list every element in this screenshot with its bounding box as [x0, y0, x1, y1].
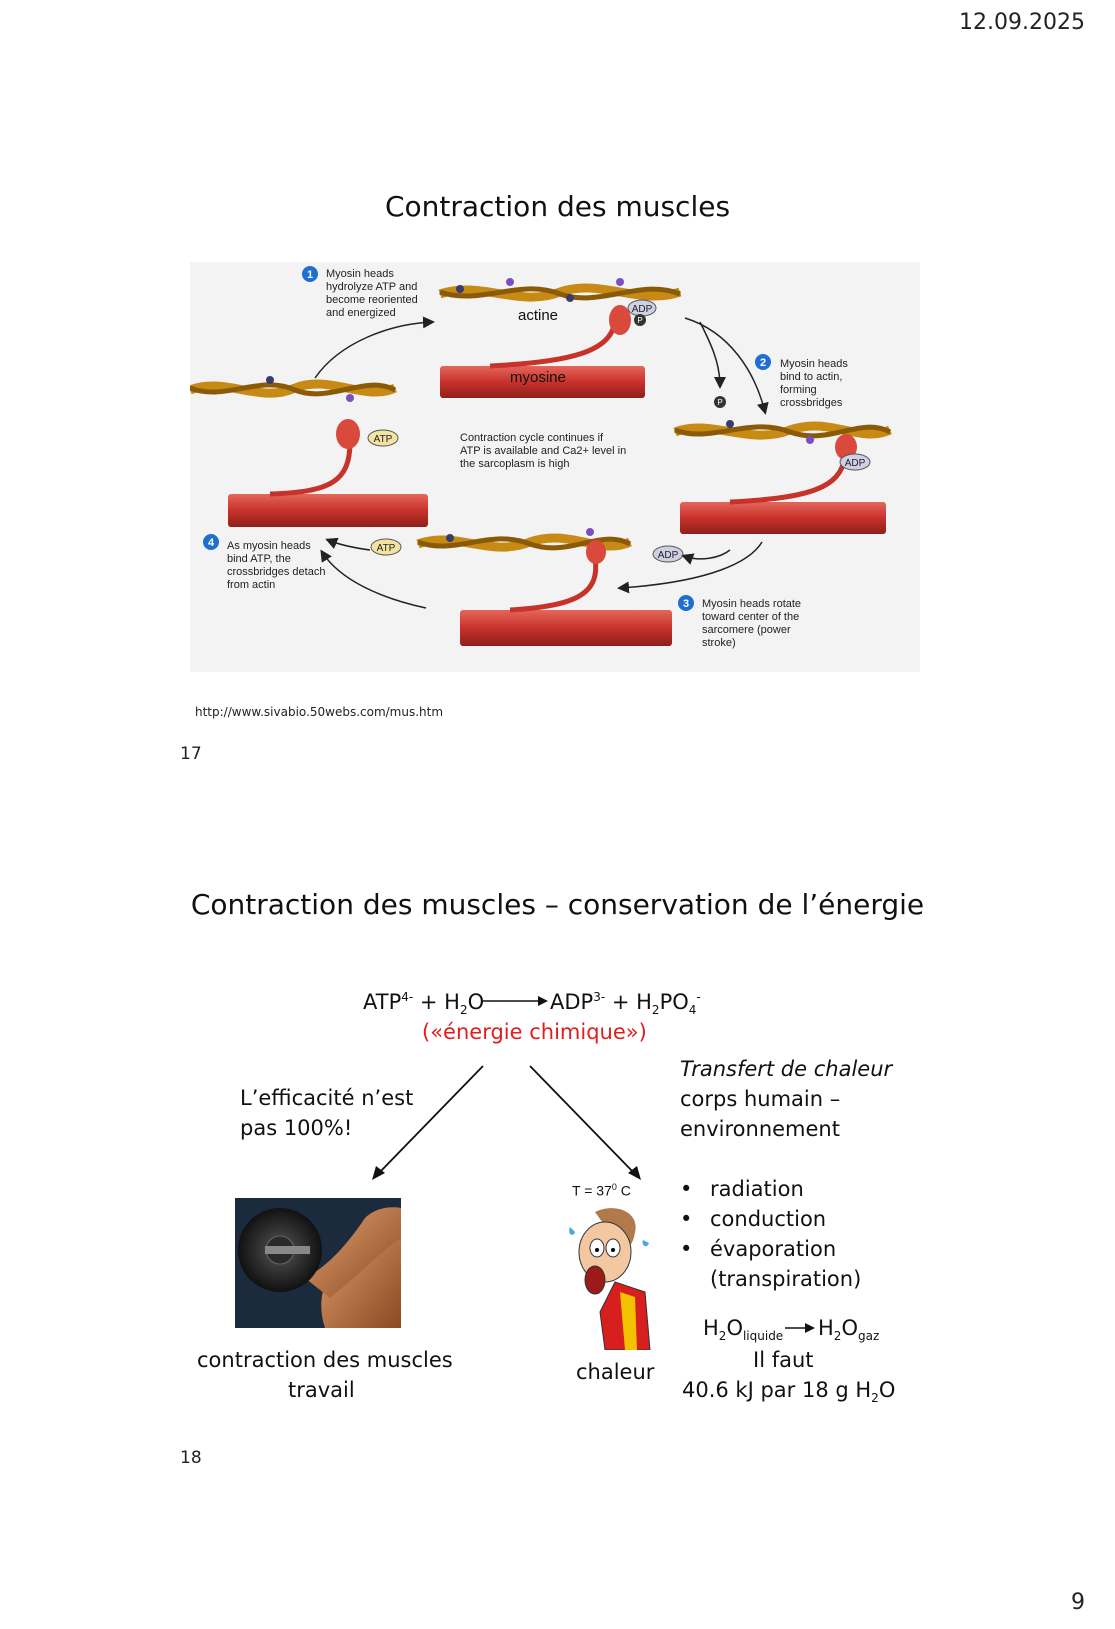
- work-caption: contraction des muscles: [197, 1348, 453, 1372]
- sweating-man-illustration: [569, 1208, 651, 1350]
- crossbridge-cycle-illustration: ADP P ATP ADP: [188, 266, 892, 646]
- phase-change-gas: H2Ogaz: [818, 1316, 880, 1344]
- myosin-filament-left: [228, 494, 428, 527]
- atp-tag-left: ATP: [367, 429, 399, 447]
- adp-tag-top: ADP P: [627, 299, 657, 326]
- muscle-arm-image: [235, 1198, 401, 1328]
- svg-text:ADP: ADP: [845, 458, 866, 469]
- heat-transfer-list: radiation conduction évaporation: [680, 1174, 836, 1264]
- svg-text:3: 3: [683, 598, 689, 610]
- svg-text:ATP: ATP: [377, 543, 396, 554]
- atp-hydrolysis-equation: ATP4- + H2O: [363, 990, 485, 1018]
- slide-number: 17: [180, 744, 202, 764]
- body-temperature-label: T = 370 C: [572, 1182, 631, 1199]
- crossbridge-cycle-figure: ADP P ATP ADP: [188, 262, 920, 672]
- adp-tag-bottom: ADP: [652, 545, 684, 563]
- document-date: 12.09.2025: [959, 10, 1085, 35]
- page-number: 9: [1071, 1590, 1085, 1615]
- equation-products: ADP3- + H2PO4-: [550, 990, 701, 1018]
- actin-filament-right: [673, 420, 892, 444]
- heat-transfer-title: Transfert de chaleur: [680, 1057, 893, 1081]
- efficiency-note: L’efficacité n’est pas 100%!: [240, 1086, 414, 1140]
- heat-label: chaleur: [576, 1360, 655, 1384]
- atp-tag-bottom: ATP: [370, 538, 402, 556]
- actin-filament-top: [438, 278, 682, 302]
- dumbbell-arm-illustration: [238, 1207, 401, 1328]
- svg-text:P: P: [637, 316, 642, 325]
- slide-title: Contraction des muscles: [384, 190, 731, 223]
- energy-split-arrows: [372, 1065, 641, 1180]
- adp-tag-right: ADP: [839, 453, 871, 471]
- need-label: Il faut: [753, 1348, 814, 1372]
- list-item: conduction: [680, 1204, 836, 1234]
- step-number-3: 3: [678, 595, 694, 611]
- myosine-label: myosine: [510, 369, 566, 386]
- vaporization-energy: 40.6 kJ par 18 g H2O: [682, 1378, 896, 1406]
- svg-text:2: 2: [760, 357, 766, 369]
- list-item: évaporation: [680, 1234, 836, 1264]
- svg-text:4: 4: [208, 537, 215, 549]
- work-label: travail: [288, 1378, 355, 1402]
- reaction-arrow: [482, 996, 548, 1006]
- svg-text:ATP: ATP: [374, 434, 393, 445]
- svg-text:ADP: ADP: [632, 304, 653, 315]
- step-number-4: 4: [203, 534, 219, 550]
- list-item: radiation: [680, 1174, 836, 1204]
- transpiration-note: (transpiration): [710, 1267, 862, 1291]
- svg-text:1: 1: [307, 269, 313, 281]
- actine-label: actine: [518, 307, 559, 324]
- myosin-filament-right: [680, 502, 886, 534]
- svg-text:ADP: ADP: [658, 550, 679, 561]
- myosin-filament-bottom: [460, 610, 672, 646]
- phase-change-equation: H2Oliquide: [703, 1316, 784, 1344]
- chemical-energy-label: («énergie chimique»): [422, 1020, 647, 1044]
- myosin-filament-top: [440, 366, 645, 398]
- cycle-arrows: [314, 316, 769, 609]
- slide-number: 18: [180, 1448, 202, 1468]
- actin-filament-left: [188, 376, 397, 402]
- step-number-2: 2: [755, 354, 771, 370]
- slide-title: Contraction des muscles – conservation d…: [190, 888, 925, 921]
- source-link[interactable]: http://www.sivabio.50webs.com/mus.htm: [195, 705, 444, 719]
- heat-transfer-block: Transfert de chaleur corps humain – envi…: [680, 1054, 892, 1144]
- phosphate-tag-right: P: [714, 396, 726, 408]
- phase-arrow: [785, 1323, 815, 1333]
- step-number-1: 1: [302, 266, 318, 282]
- svg-text:P: P: [717, 398, 722, 407]
